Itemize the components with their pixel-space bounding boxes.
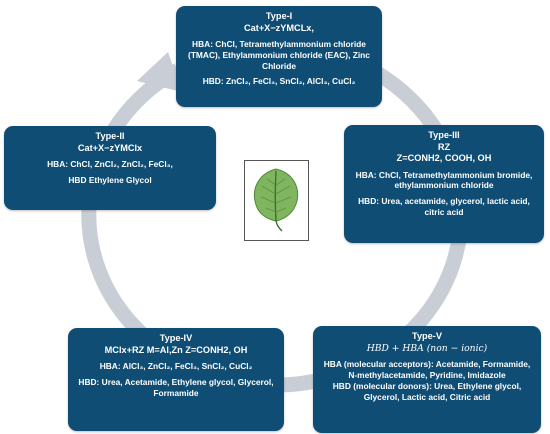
type-2-hba: HBA: ChCl, ZnCl₂, ZnCl₂, FeCl₃, [47,159,173,169]
type-3-hba: HBA: ChCl, Tetramethylammonium bromide, … [355,169,533,191]
center-leaf-frame [244,160,309,241]
type-4-box: Type-IV MClx+RZ M=Al,Zn Z=CONH2, OH HBA:… [68,328,284,431]
type-1-title: Type-I [265,11,293,21]
type-4-title: Type-IV [159,333,193,343]
type-1-box: Type-I Cat+X−zYMCLx, HBA: ChCl, Tetramet… [176,6,382,107]
type-1-hba: HBA: ChCl, Tetramethylammonium chloride … [188,39,370,71]
type-2-box: Type-II Cat+X−zYMClx HBA: ChCl, ZnCl₂, Z… [4,126,216,210]
type-5-hba: HBA (molecular acceptors): Acetamide, Fo… [323,359,531,381]
type-1-formula: Cat+X−zYMCLx, [244,22,314,33]
type-3-formula: RZ [437,141,451,152]
type-1-hbd: HBD: ZnCl₂, FeCl₃, SnCl₂, AlCl₃, CuCl₂ [202,76,356,87]
type-2-hbd: HBD Ethylene Glycol [68,174,152,185]
type-3-formula-groups: Z=CONH2, COOH, OH [396,153,492,163]
type-5-hbd: HBD (molecular donors): Urea, Ethylene g… [332,380,522,402]
type-4-hbd: HBD: Urea, Acetamide, Ethylene glycol, G… [78,376,274,398]
leaf-icon [253,168,299,232]
type-5-box: Type-V HBD + HBA (non − ionic) HBA (mole… [313,326,541,433]
type-4-formula: MClx+RZ M=Al,Zn Z=CONH2, OH [104,344,248,355]
type-4-hba: HBA: AlCl₃, ZnCl₂, FeCl₃, SnCl₂, CuCl₂ [99,361,253,371]
cycle-arrowhead [137,52,182,92]
type-2-title: Type-II [95,131,125,141]
type-5-title: Type-V [412,331,442,341]
type-5-formula: HBD + HBA (non − ionic) [366,342,488,354]
type-3-box: Type-III RZ Z=CONH2, COOH, OH HBA: ChCl,… [344,125,544,243]
type-3-hbd: HBD: Urea, acetamide, glycerol, lactic a… [358,196,530,217]
type-3-title: Type-III [428,130,460,140]
type-2-formula: Cat+X−zYMClx [77,142,143,153]
